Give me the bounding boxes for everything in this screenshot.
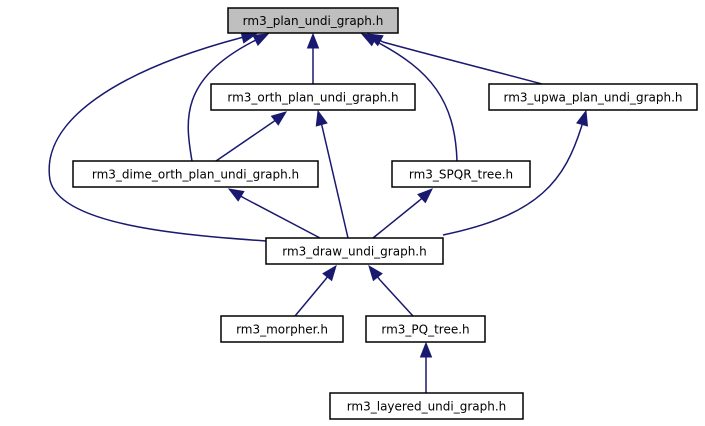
arrowhead-icon [270, 111, 288, 126]
edge-line-tail [324, 276, 328, 281]
edge-line [48, 37, 267, 242]
node-pq[interactable]: rm3_PQ_tree.h [365, 315, 486, 343]
edge-layered-to-pq [419, 341, 433, 393]
edge-orth-to-plan [306, 32, 320, 84]
edge-line [321, 125, 349, 239]
edge-draw-to-spqr [372, 188, 434, 239]
edge-line [187, 41, 253, 162]
edge-draw-to-orth [315, 109, 349, 239]
node-box[interactable] [488, 83, 698, 111]
node-label[interactable]: rm3_SPQR_tree.h [409, 168, 513, 182]
edge-line [372, 199, 421, 239]
arrowhead-icon [315, 109, 328, 127]
edge-dime-to-plan [187, 33, 270, 162]
node-upwa[interactable]: rm3_upwa_plan_undi_graph.h [488, 83, 698, 111]
edge-pq-to-draw [368, 264, 414, 317]
arrowhead-icon [576, 109, 589, 127]
node-box[interactable] [227, 7, 399, 34]
arrowhead-icon [227, 188, 245, 202]
edge-line [376, 41, 458, 162]
arrowhead-icon [368, 264, 383, 282]
arrowhead-icon [322, 264, 337, 282]
node-morpher[interactable]: rm3_morpher.h [220, 315, 344, 343]
edge-line-tail [240, 195, 245, 199]
node-draw[interactable]: rm3_draw_undi_graph.h [265, 237, 444, 265]
arrowhead-icon [306, 32, 320, 49]
edge-draw-to-dime [227, 188, 321, 239]
arrowhead-icon [419, 341, 433, 358]
edge-draw-to-upwa [442, 109, 589, 236]
edge-line [379, 279, 414, 317]
edge-line [442, 124, 583, 236]
node-label[interactable]: rm3_PQ_tree.h [381, 323, 469, 337]
edge-upwa-to-plan [366, 33, 543, 85]
node-label[interactable]: rm3_draw_undi_graph.h [282, 245, 426, 259]
arrowhead-icon [252, 33, 270, 47]
node-box[interactable] [391, 160, 531, 188]
node-box[interactable] [329, 392, 524, 420]
arrowhead-icon [360, 33, 378, 47]
edge-line [243, 197, 321, 239]
edge-line-tail [251, 39, 256, 43]
edge-line [382, 41, 543, 85]
edge-line [294, 279, 326, 317]
node-spqr[interactable]: rm3_SPQR_tree.h [391, 160, 531, 188]
node-box[interactable] [265, 237, 444, 265]
edge-draw-to-plan [48, 31, 267, 242]
node-label[interactable]: rm3_upwa_plan_undi_graph.h [503, 91, 682, 105]
node-box[interactable] [210, 83, 416, 111]
nodes: rm3_plan_undi_graph.h rm3_orth_plan_undi_… [72, 7, 698, 420]
node-label[interactable]: rm3_layered_undi_graph.h [347, 400, 507, 414]
edge-spqr-to-plan [360, 33, 458, 162]
edge-line-tail [377, 276, 381, 281]
edge-dime-to-orth [215, 111, 288, 162]
node-orth[interactable]: rm3_orth_plan_undi_graph.h [210, 83, 416, 111]
node-layered[interactable]: rm3_layered_undi_graph.h [329, 392, 524, 420]
node-dime[interactable]: rm3_dime_orth_plan_undi_graph.h [72, 160, 319, 188]
node-label[interactable]: rm3_plan_undi_graph.h [243, 14, 384, 28]
node-plan[interactable]: rm3_plan_undi_graph.h [227, 7, 399, 34]
edges [48, 31, 589, 393]
edge-morpher-to-draw [294, 264, 337, 317]
edge-line [215, 121, 274, 162]
edge-line-tail [374, 39, 378, 43]
node-box[interactable] [220, 315, 344, 343]
node-label[interactable]: rm3_orth_plan_undi_graph.h [227, 91, 398, 105]
node-label[interactable]: rm3_morpher.h [236, 323, 328, 337]
node-label[interactable]: rm3_dime_orth_plan_undi_graph.h [92, 168, 299, 182]
arrowhead-icon [417, 188, 434, 204]
node-box[interactable] [72, 160, 319, 188]
node-box[interactable] [365, 315, 486, 343]
edge-line-tail [380, 39, 384, 43]
